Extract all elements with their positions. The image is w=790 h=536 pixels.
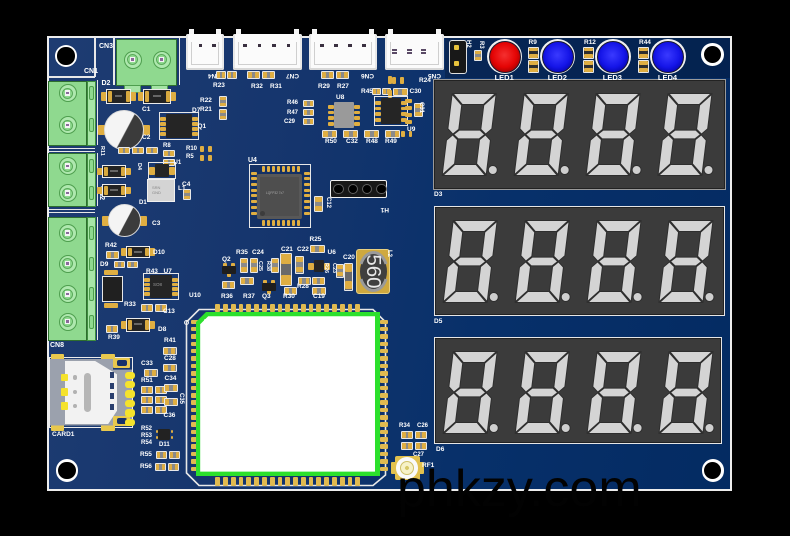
svg-text:560: 560 xyxy=(362,254,385,288)
